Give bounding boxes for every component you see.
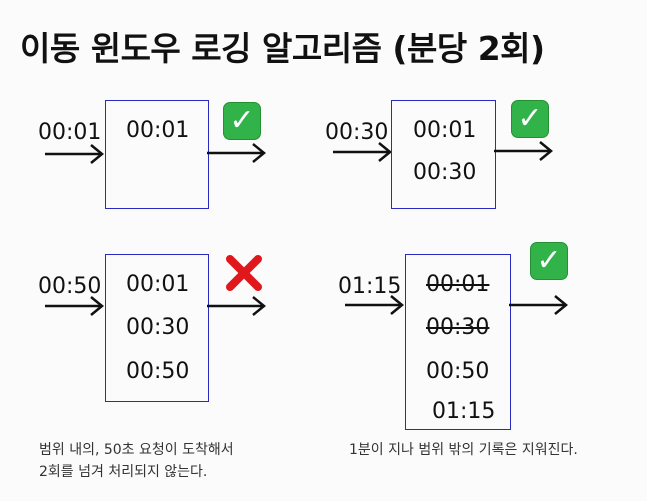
sliding-window-log-box: 00:01 00:30 00:50: [105, 254, 209, 402]
caption: 범위 내의, 50초 요청이 도착해서 2회를 넘겨 처리되지 않는다.: [39, 439, 234, 483]
request-time-label: 01:15: [338, 274, 402, 299]
expired-log-entry: 00:01: [426, 272, 490, 297]
sliding-window-log-box: 00:01 00:30 00:50 01:15: [405, 254, 511, 430]
request-time-label: 00:01: [38, 120, 102, 145]
page-title: 이동 윈도우 로깅 알고리즘 (분당 2회): [20, 29, 545, 68]
outgoing-arrow: [494, 141, 553, 161]
outgoing-arrow: [207, 296, 266, 316]
caption: 1분이 지나 범위 밖의 기록은 지워진다.: [349, 439, 578, 461]
log-entry: 00:01: [413, 118, 477, 143]
log-entry: 00:30: [126, 315, 190, 340]
incoming-arrow: [345, 295, 404, 315]
sliding-window-log-box: 00:01 00:30: [391, 100, 496, 209]
log-entry: 00:50: [426, 359, 490, 384]
log-entry: 00:50: [126, 359, 190, 384]
caption-line: 1분이 지나 범위 밖의 기록은 지워진다.: [349, 442, 578, 458]
incoming-arrow: [45, 144, 104, 164]
log-entry: 00:01: [126, 272, 190, 297]
check-mark-icon: ✓: [511, 100, 549, 138]
expired-log-entry: 00:30: [426, 315, 490, 340]
cross-mark-icon: [226, 255, 262, 291]
check-mark-icon: ✓: [223, 102, 261, 140]
log-entry: 00:30: [413, 160, 477, 185]
log-entry: 00:01: [126, 118, 190, 143]
request-time-label: 00:30: [325, 120, 389, 145]
outgoing-arrow: [207, 143, 266, 163]
log-entry: 01:15: [432, 399, 496, 424]
caption-line: 범위 내의, 50초 요청이 도착해서: [39, 442, 234, 458]
incoming-arrow: [333, 142, 392, 162]
request-time-label: 00:50: [38, 274, 102, 299]
caption-line: 2회를 넘겨 처리되지 않는다.: [39, 464, 208, 480]
outgoing-arrow: [509, 295, 568, 315]
sliding-window-log-box: 00:01: [105, 100, 209, 209]
check-mark-icon: ✓: [530, 242, 568, 280]
incoming-arrow: [45, 296, 104, 316]
